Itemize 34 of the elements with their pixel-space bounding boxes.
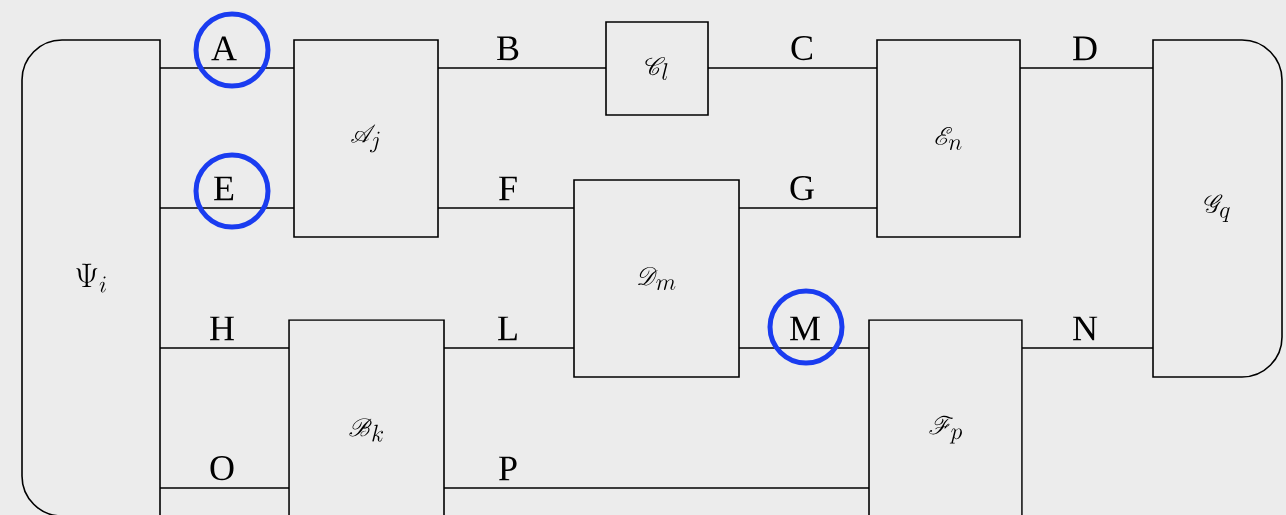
wire xyxy=(738,347,870,349)
wire xyxy=(1019,67,1154,69)
tensor-box: $\Psi_i$ xyxy=(21,39,161,515)
edge-label: O xyxy=(210,456,234,481)
tensor-box: $\mathscr{D}_m$ xyxy=(573,179,740,378)
tensor-box: $\mathscr{A}_j$ xyxy=(293,39,439,238)
edge-label: P xyxy=(499,456,517,481)
wire xyxy=(159,487,290,489)
edge-label: A xyxy=(211,36,237,61)
edge-label: F xyxy=(499,176,517,201)
wire xyxy=(443,487,870,489)
wire xyxy=(159,347,290,349)
edge-label: B xyxy=(497,36,519,61)
edge-label: H xyxy=(210,316,234,341)
edge-label: C xyxy=(791,36,812,61)
wire xyxy=(1021,347,1154,349)
edge-label: G xyxy=(790,176,814,201)
edge-label: E xyxy=(214,176,234,201)
wire xyxy=(159,207,295,209)
tensor-box: $\mathscr{B}_k$ xyxy=(288,319,445,515)
edge-label: L xyxy=(498,316,517,341)
wire xyxy=(443,347,575,349)
tensor-box: $\mathscr{E}_n$ xyxy=(876,39,1021,238)
wire xyxy=(437,207,575,209)
wire xyxy=(738,207,878,209)
wire xyxy=(707,67,878,69)
edge-label: N xyxy=(1073,316,1098,341)
edge-label: M xyxy=(790,316,820,341)
tensor-box: $\mathscr{F}_p$ xyxy=(868,319,1023,515)
tensor-box: $\mathscr{C}_l$ xyxy=(605,21,709,116)
wire xyxy=(159,67,295,69)
tensor-box: $\mathscr{G}_q$ xyxy=(1152,39,1283,378)
wire xyxy=(437,67,607,69)
edge-label: D xyxy=(1073,36,1097,61)
